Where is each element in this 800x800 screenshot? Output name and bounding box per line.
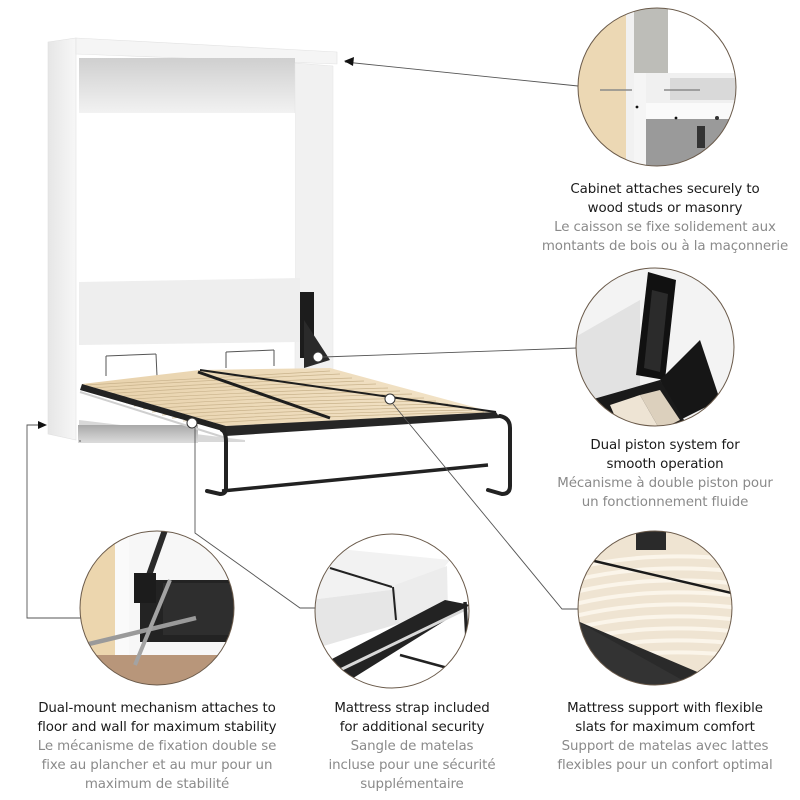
leader-lines <box>26 57 579 619</box>
detail-circle-piston <box>575 267 735 427</box>
caption-en-line: smooth operation <box>606 457 724 472</box>
caption-fr-line: maximum de stabilité <box>84 777 230 792</box>
caption-fr-line: Sangle de matelas <box>350 739 474 754</box>
detail-circle-mattress-strap <box>314 533 470 689</box>
caption-fr-line: supplémentaire <box>360 777 464 792</box>
caption-fr-line: Le caisson se fixe solidement aux <box>554 220 776 235</box>
caption-en-line: wood studs or masonry <box>587 201 743 216</box>
caption-fr-line: Le mécanisme de fixation double se <box>37 739 277 754</box>
feature-caption-dual-mount: Dual-mount mechanism attaches to floor a… <box>12 699 302 794</box>
caption-fr-line: un fonctionnement fluide <box>581 495 749 510</box>
caption-fr-line: flexibles pour un confort optimal <box>557 758 773 773</box>
caption-en-line: Dual-mount mechanism attaches to <box>38 701 276 716</box>
caption-en-line: slats for maximum comfort <box>575 720 755 735</box>
caption-en-line: Dual piston system for <box>590 438 740 453</box>
caption-fr-line: Support de matelas avec lattes <box>561 739 769 754</box>
cabinet <box>47 37 338 443</box>
caption-fr-line: montants de bois ou à la maçonnerie <box>541 239 789 254</box>
feature-caption-cabinet: Cabinet attaches securely to wood studs … <box>530 180 800 256</box>
detail-circle-dual-mount <box>79 530 235 686</box>
feature-caption-piston: Dual piston system for smooth operation … <box>530 436 800 512</box>
feature-caption-mattress-strap: Mattress strap included for additional s… <box>302 699 522 794</box>
detail-circle-flexible-slats <box>577 530 733 686</box>
caption-en-line: for additional security <box>339 720 485 735</box>
bed-frame <box>79 292 512 497</box>
caption-fr-line: fixe au plancher et au mur pour un <box>41 758 273 773</box>
caption-en-line: floor and wall for maximum stability <box>37 720 277 735</box>
caption-fr-line: Mécanisme à double piston pour <box>557 476 773 491</box>
detail-circle-cabinet-anchor <box>577 7 737 167</box>
caption-fr-line: incluse pour une sécurité <box>328 758 496 773</box>
caption-en-line: Mattress support with flexible <box>567 701 763 716</box>
caption-en-line: Mattress strap included <box>334 701 490 716</box>
caption-en-line: Cabinet attaches securely to <box>570 182 760 197</box>
feature-caption-flexible-slats: Mattress support with flexible slats for… <box>530 699 800 775</box>
